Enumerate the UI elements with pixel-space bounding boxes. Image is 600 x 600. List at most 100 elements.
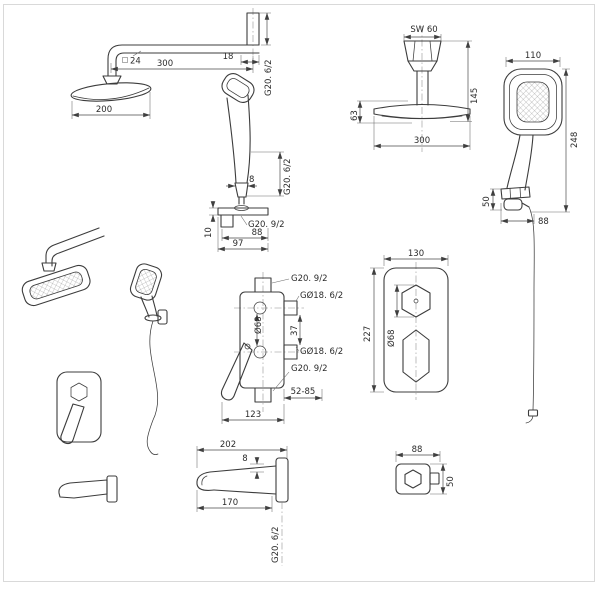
dim-arm-length-label: 300	[157, 59, 173, 69]
elbow-stub	[429, 472, 440, 485]
thread-bottom-label: G20. 9/2	[291, 364, 328, 374]
dim-thread-top: G20. 6/2	[259, 12, 274, 97]
label-thread-top: G20. 9/2	[271, 274, 328, 284]
dim-plate-thickness: 10	[204, 201, 218, 238]
view-ceiling-shower: SW 60 63 145 300	[350, 25, 480, 152]
dim-head-height: 63	[350, 100, 412, 124]
assembled-spout-body	[58, 479, 108, 499]
dim-neck-label: 8	[249, 175, 254, 185]
label-thread-bottom: G20. 9/2	[272, 364, 328, 392]
arm-connector	[41, 262, 57, 272]
dim-head-width: 200	[71, 92, 151, 119]
hose-end-fitting	[527, 409, 539, 417]
mixer-inlet-top	[283, 300, 298, 316]
dim-total-height-label: 248	[570, 132, 580, 148]
view-handshower-side: 8 G20. 6/2 G20. 9/2 10 88 97	[204, 73, 293, 252]
dim-elbow-height-label: 50	[482, 196, 492, 207]
mixer-lever	[220, 342, 253, 401]
assembled-mixer-plate	[56, 371, 102, 443]
dim-depth: 37	[290, 314, 303, 346]
square-symbol-icon	[122, 57, 128, 63]
view-outlet-elbow: 88 50	[395, 445, 456, 495]
spout-tip	[196, 471, 215, 491]
hex-facets	[412, 40, 433, 62]
dim-head-width-label: 110	[525, 51, 541, 61]
mixer-body	[239, 291, 285, 389]
dim-mount-depth-label: 52-85	[291, 387, 316, 397]
dim-thread-inlet: G20. 6/2	[247, 151, 293, 197]
dim-height-label: 123	[245, 410, 261, 420]
dim-body-dia: Ø68	[253, 313, 264, 347]
holder-block	[220, 214, 234, 228]
view-assembled	[21, 227, 168, 503]
shower-arm-outer	[107, 44, 260, 77]
dim-head-width: 300	[373, 116, 471, 150]
overhead-head-outline	[70, 82, 152, 102]
thread-top-label: G20. 9/2	[291, 274, 328, 284]
handle-right	[524, 134, 534, 191]
mixer-port-top	[253, 301, 267, 315]
assembled-overhead-head	[21, 264, 91, 307]
dim-height-label: 227	[363, 326, 373, 342]
dim-length: 202	[196, 440, 288, 468]
rain-disc-rim	[381, 115, 463, 120]
dim-height: 123	[221, 402, 285, 424]
mixer-inlet-bottom	[283, 344, 298, 360]
view-mixer-front: 130 Ø68 227	[363, 249, 449, 400]
dim-thread-bracket: G20. 9/2	[240, 215, 285, 230]
holder-plate	[217, 207, 269, 216]
dim-bracket-width-label: 88	[252, 228, 263, 238]
dim-total-width: 97	[217, 217, 269, 252]
dim-total-height: 145	[441, 40, 480, 122]
connector-nipple	[238, 196, 245, 205]
dim-square-label: 24	[130, 57, 141, 67]
handle-inner	[246, 94, 251, 184]
dim-total-width-label: 97	[233, 239, 244, 249]
dim-mount-depth: 52-85	[283, 387, 323, 401]
dim-width: 88	[395, 445, 441, 462]
elbow-body	[503, 198, 523, 211]
view-mixer-section: G20. 9/2 GØ18. 6/2 Ø68 37 GØ18. 6/2 G20.…	[220, 272, 343, 424]
shower-hose	[528, 206, 535, 411]
assembled-hose	[146, 320, 159, 455]
spout-thread-label: G20. 6/2	[271, 527, 281, 564]
dim-head-width-label: 300	[414, 136, 430, 146]
drop-pipe	[416, 70, 429, 106]
dim-reach: 170	[196, 490, 273, 512]
dim-dia-label: Ø68	[386, 329, 397, 347]
dim-lip-label: 8	[242, 454, 247, 464]
thread-inlet-top-label: GØ18. 6/2	[300, 290, 343, 301]
handle-left	[506, 134, 521, 189]
dim-wall-offset-label: 18	[223, 52, 234, 62]
overhead-head-rim	[72, 87, 150, 100]
dim-total-height-label: 145	[470, 88, 480, 104]
trim-lever	[402, 329, 430, 383]
view-spout: 202 8 170 G20. 6/2	[196, 440, 289, 566]
dim-bracket-width: 88	[221, 228, 269, 241]
head-connector	[102, 75, 122, 85]
handle-outer	[226, 97, 237, 184]
dim-height: 50	[430, 463, 456, 495]
wall-supply-pipe	[246, 12, 260, 46]
dim-elbow-width-label: 88	[538, 217, 549, 227]
assembled-holder-mount	[157, 309, 168, 325]
dim-neck: 8	[226, 175, 257, 189]
dim-wall-offset: 18	[223, 52, 260, 65]
thread-bracket-label: G20. 9/2	[248, 220, 285, 230]
dim-total-height: 248	[530, 68, 580, 213]
dim-length-label: 202	[220, 440, 236, 450]
thread-label: G20. 6/2	[264, 60, 274, 97]
dim-flange-square: 24	[122, 50, 142, 67]
hose-joint	[521, 202, 530, 208]
assembled-handle-right	[151, 295, 158, 317]
dim-plate-thickness-label: 10	[204, 227, 214, 238]
dim-reach-label: 170	[222, 498, 238, 508]
spout-flange	[275, 457, 289, 503]
assembled-handshower-head	[129, 263, 163, 301]
label-thread-inlet-top: GØ18. 6/2	[295, 290, 343, 302]
mixer-centerlines	[234, 272, 304, 412]
dim-hex-label: SW 60	[410, 25, 437, 35]
mixer-port-bottom	[253, 345, 267, 359]
view-overhead-shower-side: 24 300 18 G20. 6/2 200	[70, 8, 274, 119]
